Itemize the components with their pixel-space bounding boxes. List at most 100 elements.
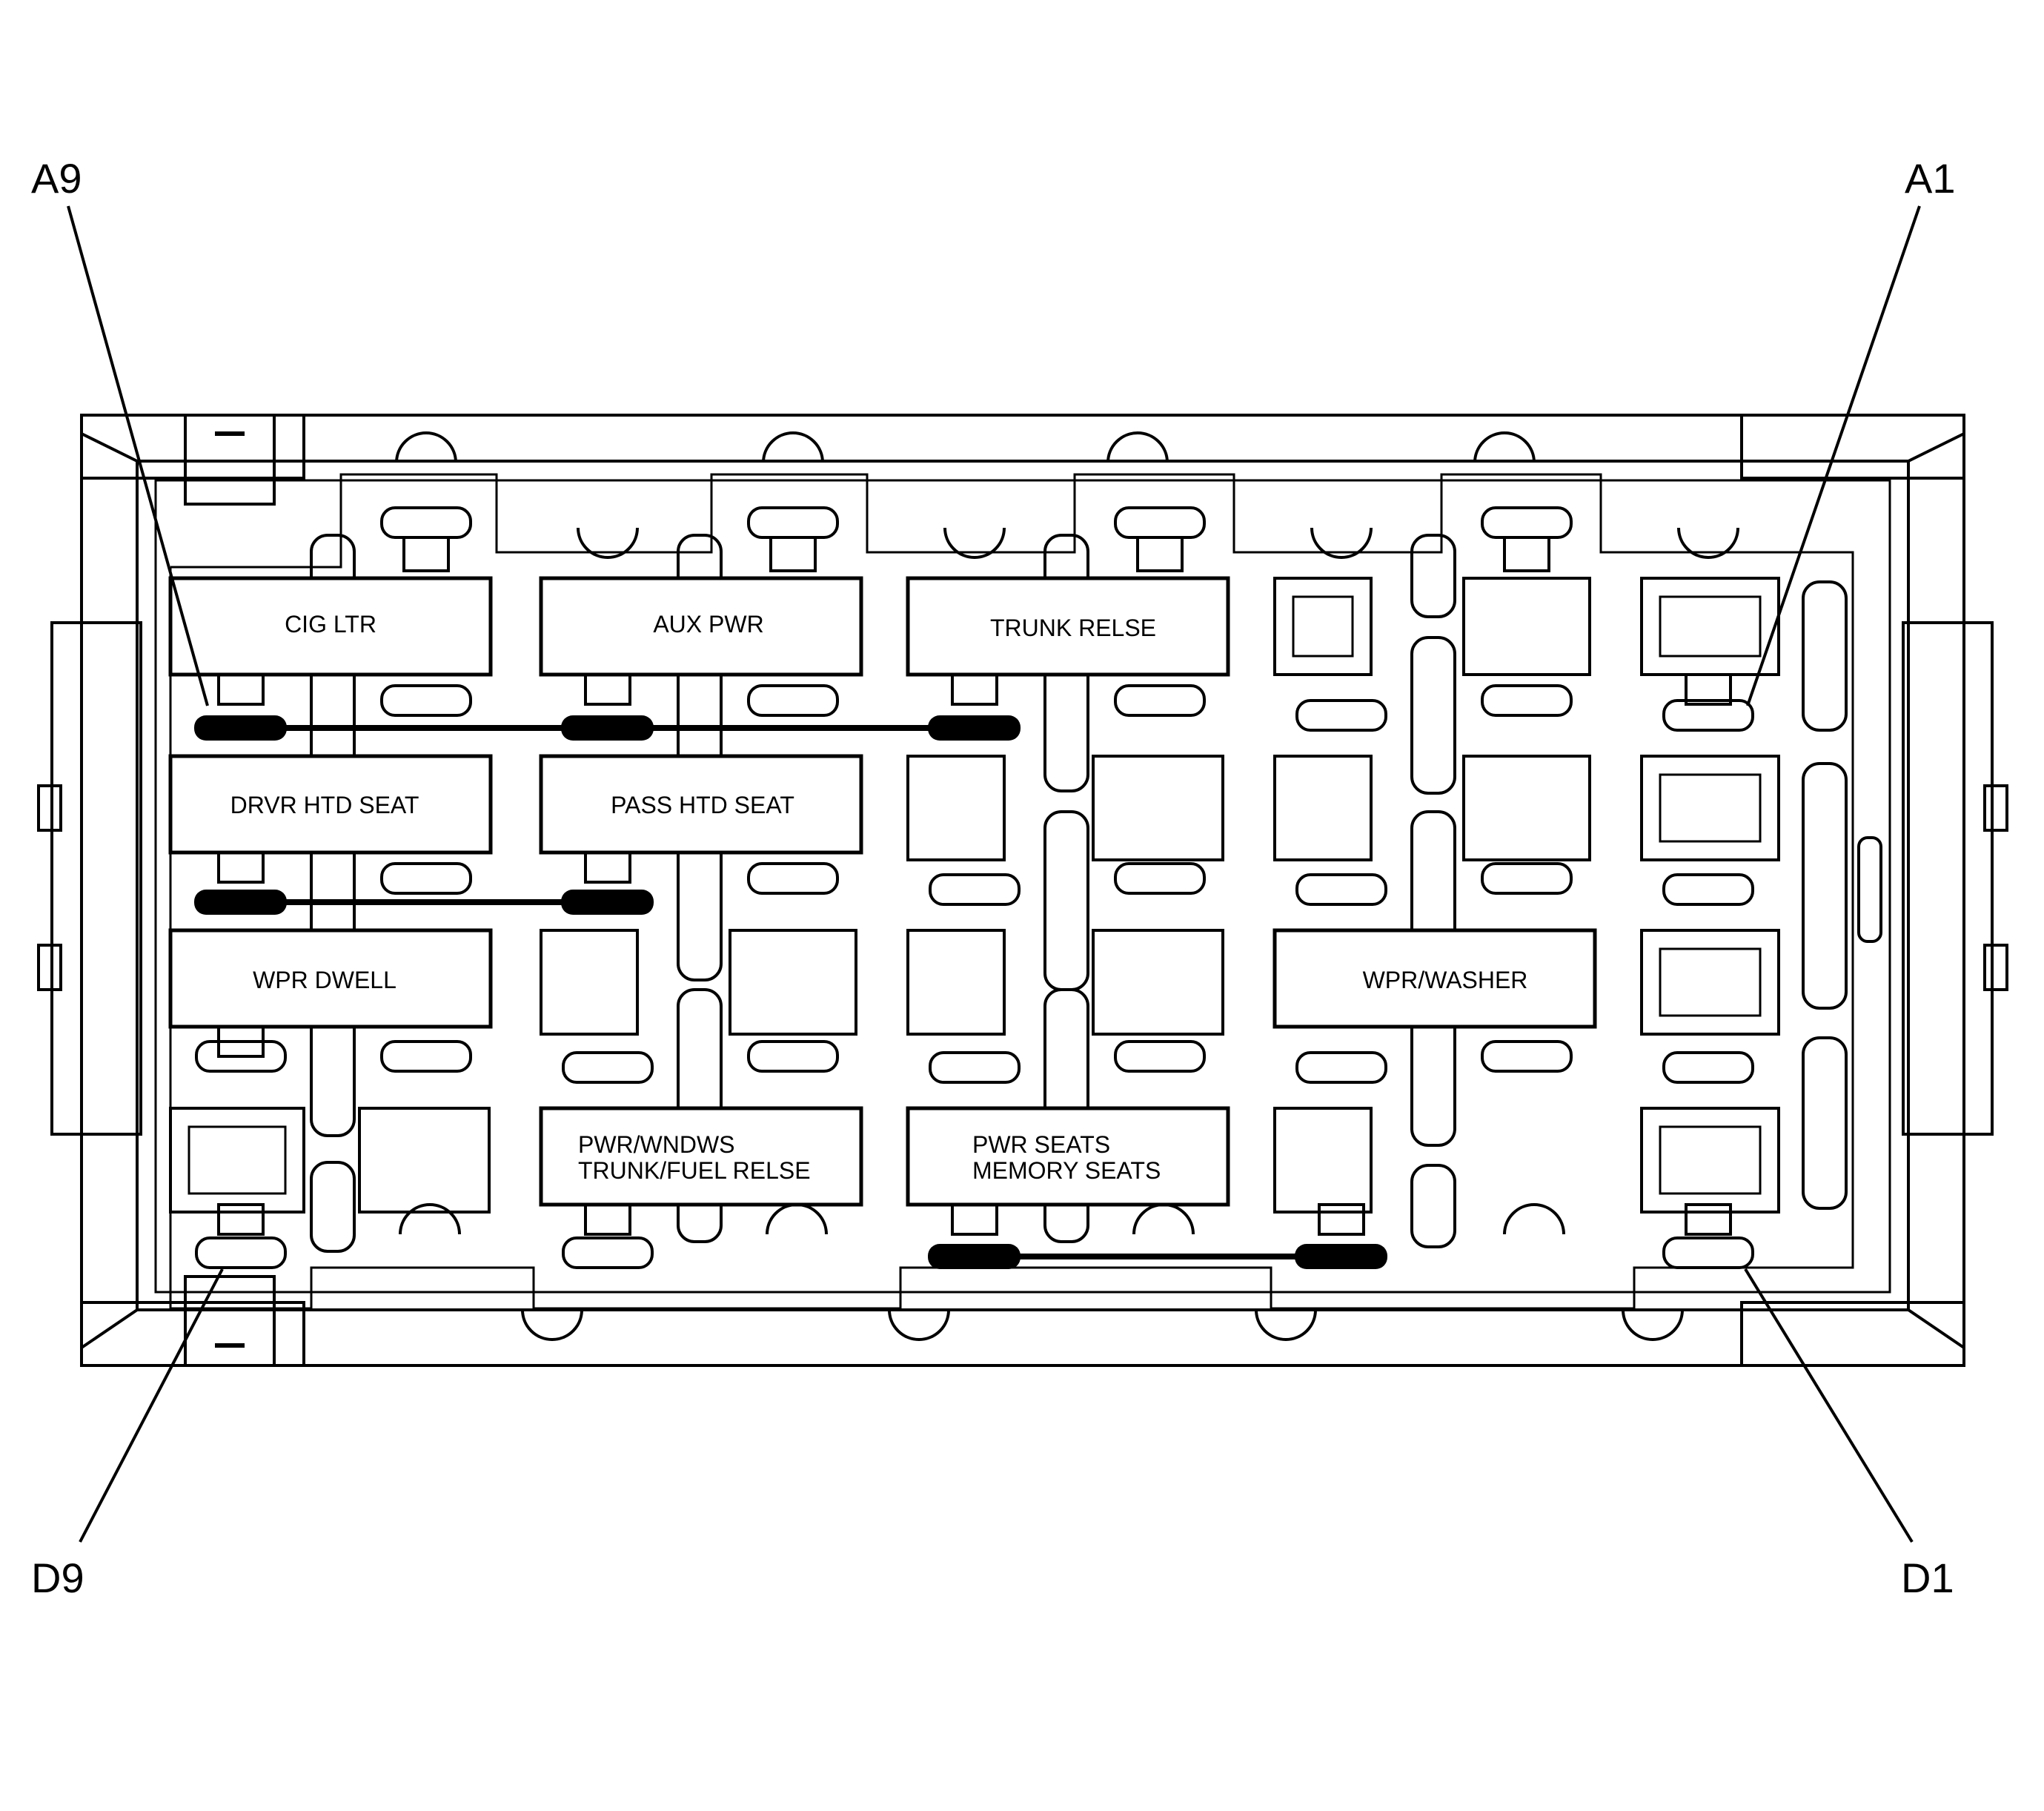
terminal-clip	[1114, 862, 1206, 895]
terminal-clip	[380, 1040, 472, 1073]
mount-top-left	[80, 414, 305, 480]
scallop	[762, 431, 824, 463]
fuse-slot	[1802, 762, 1848, 1010]
terminal-clip	[1481, 862, 1573, 895]
relay-box	[906, 1106, 1230, 1207]
relay-pwr-wndws: PWR/WNDWS TRUNK/FUEL RELSE	[539, 1106, 863, 1207]
relay-terminal	[1318, 1203, 1365, 1236]
label-a9: A9	[31, 155, 82, 202]
relay-label-line2: MEMORY SEATS	[972, 1157, 1161, 1184]
terminal-clip	[1295, 1051, 1387, 1084]
empty-socket	[1640, 755, 1780, 861]
relay-aux-pwr: AUX PWR	[539, 576, 863, 677]
terminal-clip	[380, 684, 472, 717]
terminal-clip	[1481, 506, 1573, 539]
terminal-clip	[1114, 1040, 1206, 1073]
jumper-connector	[194, 890, 287, 915]
terminal-clip	[1295, 873, 1387, 906]
relay-label: TRUNK RELSE	[990, 615, 1156, 641]
relay-terminal	[951, 1203, 998, 1236]
relay-label: CIG LTR	[285, 611, 376, 638]
relay-pwr-seats: PWR SEATS MEMORY SEATS	[906, 1106, 1230, 1207]
empty-socket	[1462, 755, 1591, 861]
mount-top-left-tab	[184, 414, 276, 506]
relay-terminals	[217, 673, 1732, 1236]
relay-terminal	[951, 673, 998, 706]
mount-top-right	[1740, 414, 1965, 480]
scallop	[1503, 1203, 1565, 1235]
scallop	[1622, 1309, 1684, 1341]
housing-edge	[1908, 432, 1965, 463]
relay-terminal	[217, 1203, 265, 1236]
scallop	[1677, 527, 1739, 559]
empty-socket	[906, 755, 1006, 861]
empty-socket	[358, 1107, 491, 1214]
relay-box	[539, 754, 863, 855]
scallop	[399, 1203, 461, 1235]
partition-outline	[169, 473, 1854, 1310]
terminal-clip	[195, 1040, 287, 1073]
empty-socket-inner	[188, 1125, 287, 1195]
scallop	[1106, 431, 1169, 463]
corner-mounts	[80, 414, 1965, 1367]
empty-socket	[1462, 577, 1591, 676]
terminal-clip	[1503, 536, 1550, 572]
latch-left	[50, 621, 142, 1136]
housing-inner	[154, 479, 1891, 1294]
relay-box	[168, 928, 493, 1029]
relay-terminal	[1685, 673, 1732, 706]
terminal-clip	[747, 684, 839, 717]
corner-labels: A9 A1 D9 D1	[31, 155, 1956, 1601]
latch-left-tab	[37, 784, 62, 832]
fuse-slot	[1802, 580, 1848, 732]
leader-line-d1	[1744, 1268, 1914, 1543]
jumpers	[194, 715, 1387, 1269]
latch-right-tab	[1983, 784, 2008, 832]
relay-terminal	[584, 673, 631, 706]
scallop	[943, 527, 1006, 559]
relay-box	[168, 576, 493, 677]
terminal-clip	[1114, 506, 1206, 539]
housing	[80, 414, 1965, 1367]
terminal-clip	[380, 506, 472, 539]
relay-box	[539, 576, 863, 677]
jumper-connector	[1295, 1244, 1387, 1269]
relay-label: DRVR HTD SEAT	[230, 792, 419, 818]
empty-socket	[1640, 929, 1780, 1036]
relay-box	[168, 754, 493, 855]
empty-socket	[729, 929, 857, 1036]
terminal-clip	[747, 506, 839, 539]
empty-socket	[169, 1107, 305, 1214]
side-latches	[37, 621, 2008, 1136]
relay-label: AUX PWR	[653, 611, 763, 638]
empty-socket-inner	[1659, 773, 1762, 843]
scallop	[1255, 1309, 1317, 1341]
relay-pass-htd-seat: PASS HTD SEAT	[539, 754, 863, 855]
jumper-connector	[561, 890, 654, 915]
relay-drvr-htd-seat: DRVR HTD SEAT	[168, 754, 493, 855]
terminal-clip	[562, 1051, 654, 1084]
relay-label-line1: PWR/WNDWS	[578, 1131, 735, 1158]
empty-socket	[1640, 1107, 1780, 1214]
latch-right-tab	[1983, 944, 2008, 991]
fuse-slot	[1410, 1164, 1456, 1248]
empty-socket-inner	[1292, 595, 1354, 658]
fuse-slot	[1043, 810, 1089, 991]
relay-wpr-dwell: WPR DWELL	[168, 928, 493, 1029]
empty-socket-inner	[1659, 595, 1762, 658]
leader-line-d9	[79, 1268, 224, 1543]
leader-lines	[67, 205, 1921, 1543]
housing-edge	[81, 432, 138, 463]
relay-terminal	[1685, 1203, 1732, 1236]
jumper-connector	[928, 715, 1021, 741]
relay-terminal	[217, 1025, 265, 1058]
scallop	[1132, 1203, 1195, 1235]
terminal-clip	[1136, 536, 1184, 572]
terminal-clip	[1662, 699, 1754, 732]
relay-box	[539, 1106, 863, 1207]
terminal-clip	[1662, 1051, 1754, 1084]
relay-wpr-washer: WPR/WASHER	[1272, 928, 1597, 1029]
terminal-clip	[769, 536, 817, 572]
housing-outer	[136, 460, 1910, 1311]
